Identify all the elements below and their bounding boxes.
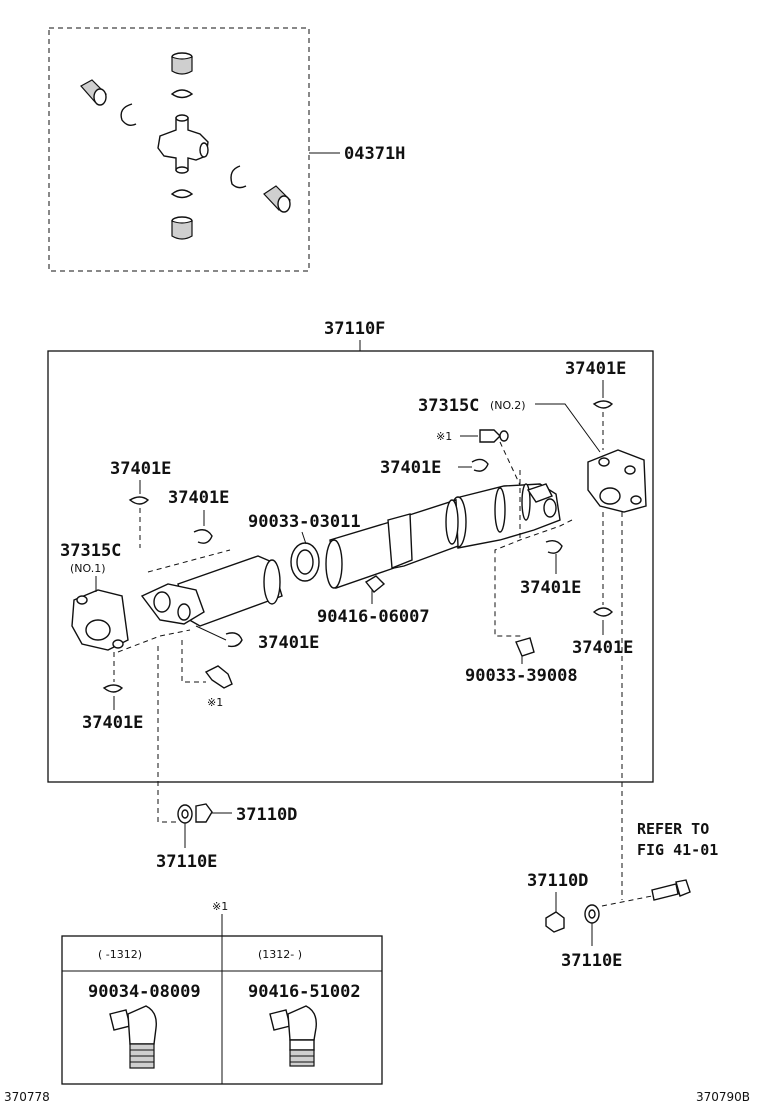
label-washer-left: 37110E [156,852,217,872]
label-snap-ring-right-top: 37401E [565,359,626,379]
yoke-no1-drawing [71,589,129,651]
label-snap-ring-mid-top: 37401E [380,458,441,478]
label-washer-right: 37110E [561,951,622,971]
table-part-col2: 90416-51002 [248,982,361,1002]
label-refer-line2: FIG 41-01 [637,841,718,859]
kit-box [48,27,310,272]
label-yoke-no2: 37315C [418,396,479,416]
label-plug: 90033-39008 [465,666,578,686]
grease-fitting-angled-drawing [269,1005,317,1067]
grease-fitting-straight-drawing [109,1005,157,1069]
table-period-col1: ( -1312) [98,948,142,961]
label-grease-fitting-mid: 90416-06007 [317,607,430,627]
left-tube-drawing [140,555,283,627]
label-snap-ring-left-bottom: 37401E [82,713,143,733]
label-snap-ring-left-lower: 37401E [258,633,319,653]
label-note-mark-top: ※1 [436,430,452,443]
table-period-col2: (1312- ) [258,948,302,961]
label-nut-left: 37110D [236,805,297,825]
label-washer-seal: 90033-03011 [248,512,361,532]
label-yoke-no2-note: (NO.2) [490,399,526,412]
slip-yoke-drawing [449,483,561,549]
main-tube-drawing [325,499,459,589]
label-kit: 04371H [344,144,405,164]
label-snap-ring-mid-right: 37401E [520,578,581,598]
label-yoke-no1: 37315C [60,541,121,561]
spider-kit-drawing [80,52,291,240]
yoke-no2-drawing [587,449,647,513]
footer-right-code: 370790B [696,1090,750,1104]
label-snap-ring-right-bottom: 37401E [572,638,633,658]
label-note-mark-left: ※1 [207,696,223,709]
label-snap-ring-left-mid: 37401E [168,488,229,508]
label-yoke-no1-note: (NO.1) [70,562,106,575]
footer-left-code: 370778 [4,1090,50,1104]
label-nut-right: 37110D [527,871,588,891]
label-shaft-assy: 37110F [324,319,385,339]
label-refer-line1: REFER TO [637,820,709,838]
label-snap-ring-left-top: 37401E [110,459,171,479]
table-part-col1: 90034-08009 [88,982,201,1002]
table-ref-mark: ※1 [212,900,228,913]
assembly-box [47,350,654,783]
